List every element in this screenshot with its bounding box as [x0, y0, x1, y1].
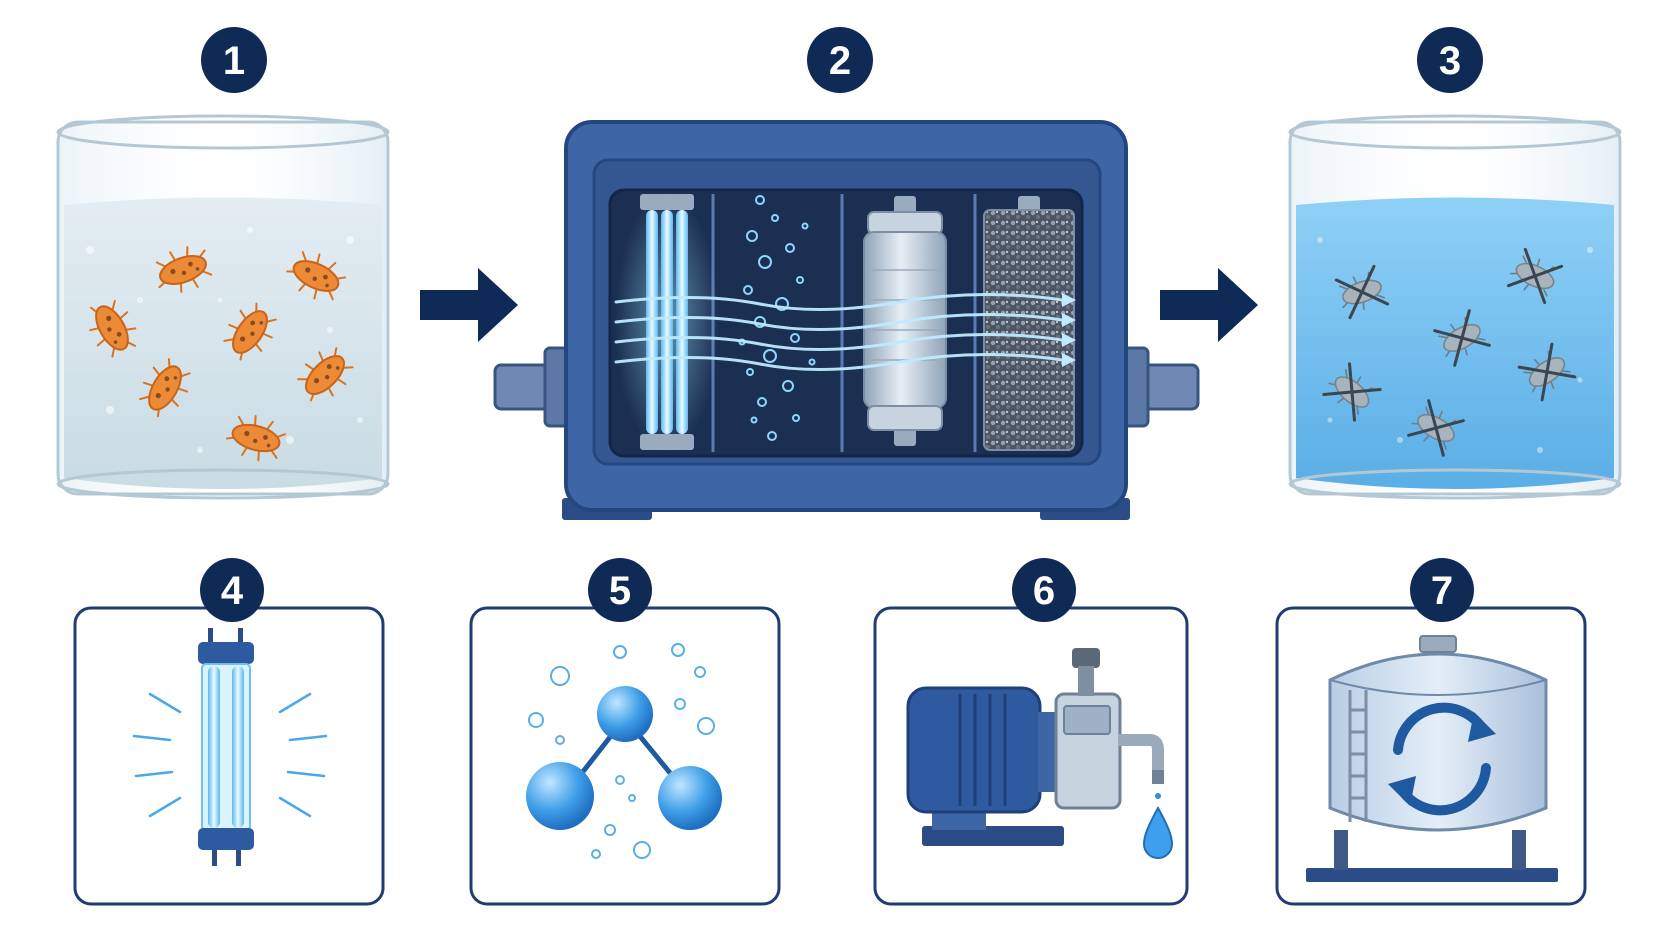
- step-number: 5: [609, 569, 631, 613]
- flow-arrow-icon: [1160, 268, 1258, 342]
- contaminated-water-tank-icon: [56, 114, 390, 500]
- step-number: 7: [1431, 569, 1453, 613]
- step-badge-2: 2: [807, 27, 873, 93]
- dosing-pump-icon: [906, 648, 1174, 859]
- ozone-molecule-icon: [526, 643, 722, 859]
- step-number: 6: [1033, 569, 1055, 613]
- uv-lamp-icon: [132, 628, 328, 866]
- step-number: 1: [223, 39, 245, 83]
- step-number: 3: [1439, 39, 1461, 83]
- step-badge-6: 6: [1012, 558, 1076, 622]
- storage-tank-recirculation-icon: [1306, 635, 1558, 882]
- treatment-unit-icon: [493, 120, 1200, 520]
- step-number: 4: [221, 569, 244, 613]
- step-badge-3: 3: [1417, 27, 1483, 93]
- step-number: 2: [829, 39, 851, 83]
- step-badge-7: 7: [1410, 558, 1474, 622]
- flow-arrow-icon: [420, 268, 518, 342]
- step-badge-4: 4: [200, 558, 264, 622]
- step-badge-5: 5: [588, 558, 652, 622]
- step-badge-1: 1: [201, 27, 267, 93]
- clean-water-tank-icon: [1288, 114, 1622, 500]
